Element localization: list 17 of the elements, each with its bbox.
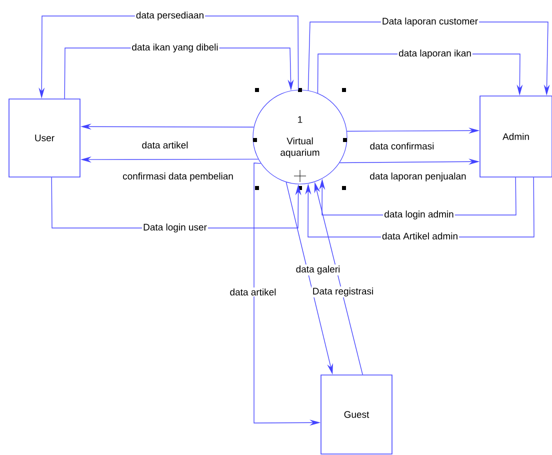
edge-label: data login admin xyxy=(383,210,455,220)
entity-box: Guest xyxy=(320,374,392,454)
edge-label: data Artikel admin xyxy=(380,232,460,240)
edge-label: confirmasi data pembelian xyxy=(122,172,234,182)
entity-box: User xyxy=(8,98,80,178)
edge-label: data galeri xyxy=(294,264,342,276)
edge-label: data artikel xyxy=(228,288,278,296)
edge-label: Data login user xyxy=(142,222,208,234)
entity-box: Admin xyxy=(480,96,552,178)
edge-label: data persediaan xyxy=(134,10,206,22)
edge-label: Data laporan customer xyxy=(380,16,480,28)
edge-label: data confirmasi xyxy=(368,142,436,150)
edge-label: Data registrasi xyxy=(311,286,375,298)
edge-label: data laporan ikan xyxy=(398,48,472,60)
edge-label: data artikel xyxy=(140,140,190,150)
edge-label: data laporan penjualan xyxy=(368,172,468,182)
edge-label: data ikan yang dibeli xyxy=(130,42,220,54)
